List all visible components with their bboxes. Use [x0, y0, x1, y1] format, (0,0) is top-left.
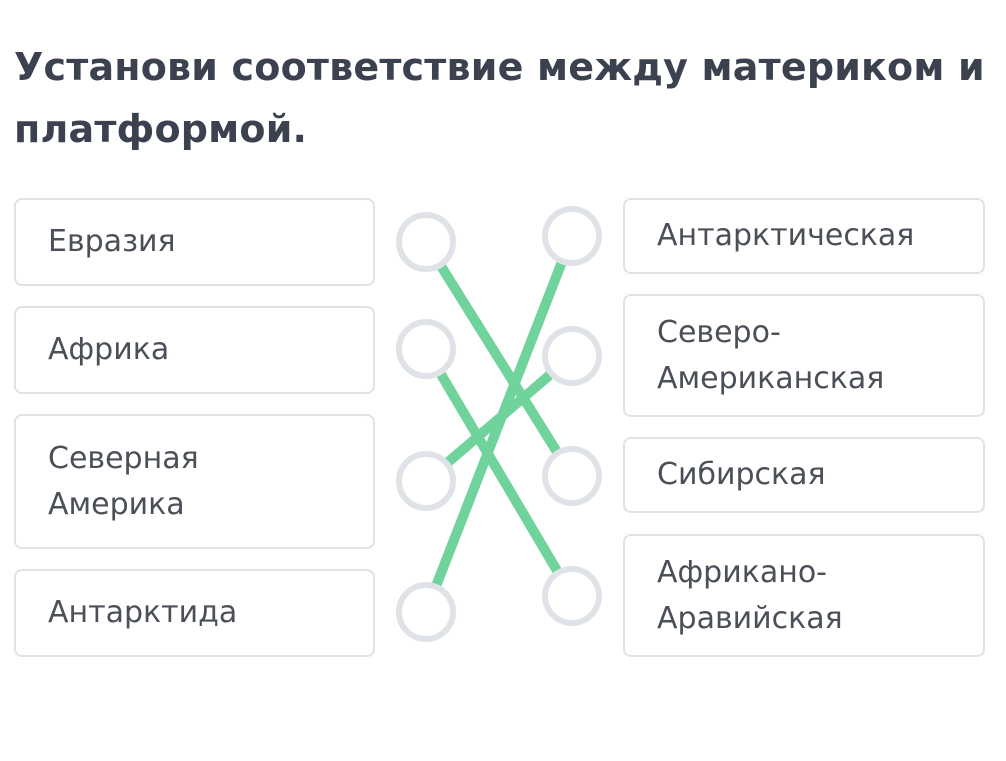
right-item-label: Африкано-Аравийская	[657, 554, 843, 636]
right-connector-node[interactable]	[542, 566, 602, 626]
right-connector-node[interactable]	[542, 326, 602, 386]
left-item-label: Северная Америка	[48, 440, 199, 522]
right-item-north-american[interactable]: Северо-Американская	[623, 294, 985, 417]
right-item-siberian[interactable]: Сибирская	[623, 437, 985, 513]
match-line	[436, 371, 562, 574]
left-nodes	[396, 212, 456, 642]
match-line	[431, 261, 567, 587]
left-item-label: Антарктида	[48, 595, 238, 630]
left-connector-node[interactable]	[396, 582, 456, 642]
match-lines	[431, 261, 567, 587]
question-title: Установи соответствие между материком и …	[14, 45, 985, 151]
right-connector-node[interactable]	[542, 446, 602, 506]
right-item-label: Северо-Американская	[657, 314, 885, 396]
left-item-antarctica[interactable]: Антарктида	[14, 569, 375, 657]
left-connector-node[interactable]	[396, 319, 456, 379]
left-item-label: Евразия	[48, 224, 176, 259]
right-connector-node[interactable]	[542, 206, 602, 266]
right-item-label: Сибирская	[657, 457, 826, 492]
left-item-label: Африка	[48, 332, 170, 367]
right-nodes	[542, 206, 602, 626]
left-item-africa[interactable]: Африка	[14, 306, 375, 394]
left-item-eurasia[interactable]: Евразия	[14, 198, 375, 286]
left-item-north-america[interactable]: Северная Америка	[14, 414, 375, 549]
right-item-antarctic[interactable]: Антарктическая	[623, 198, 985, 274]
left-connector-node[interactable]	[396, 212, 456, 272]
right-item-african-arabian[interactable]: Африкано-Аравийская	[623, 534, 985, 657]
left-connector-node[interactable]	[396, 451, 456, 511]
match-line	[437, 263, 561, 455]
right-item-label: Антарктическая	[657, 218, 915, 253]
